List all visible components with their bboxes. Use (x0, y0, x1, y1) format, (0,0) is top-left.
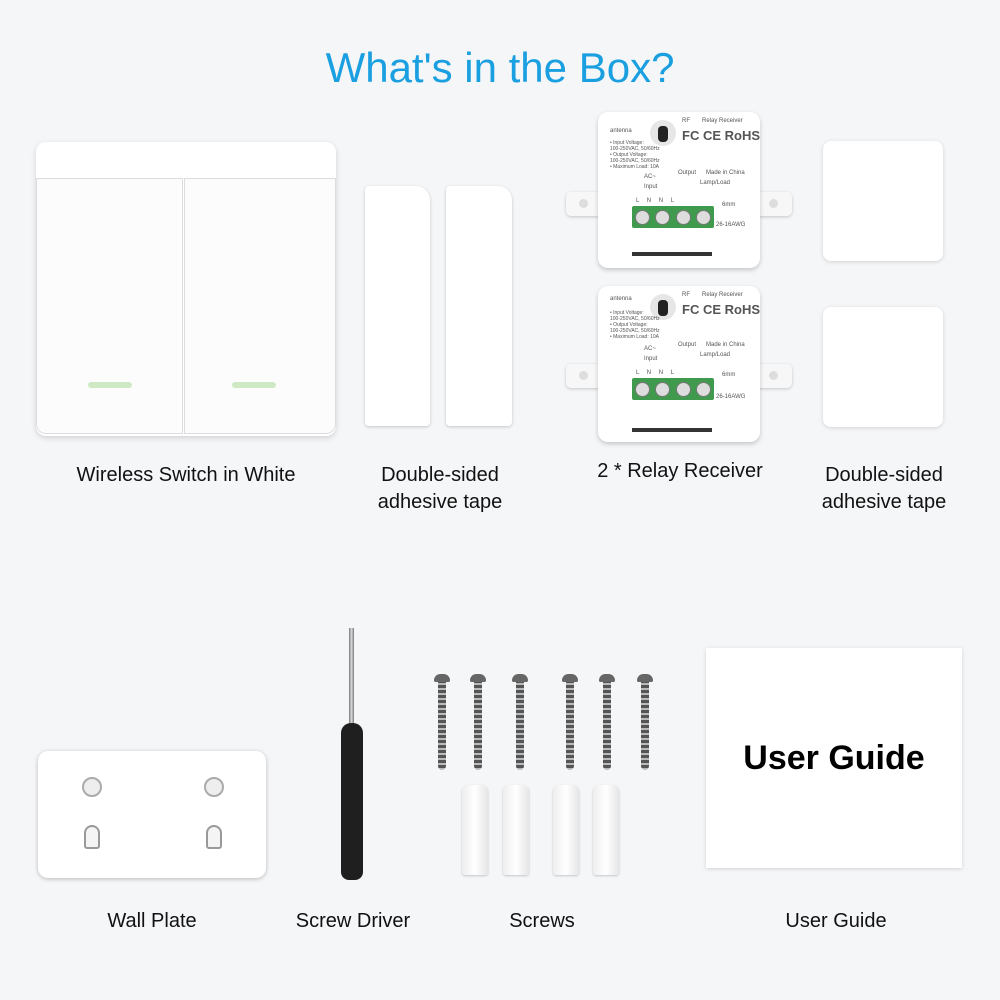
user-guide-cover-text: User Guide (743, 738, 925, 777)
antenna-port (650, 120, 676, 146)
led-indicator (88, 382, 132, 388)
switch-key-left (36, 178, 183, 434)
label-line: adhesive tape (821, 491, 947, 513)
strip-length-label: 6mm (722, 202, 736, 208)
spec-text: • Input Voltage:100-250VAC, 50/60Hz• Out… (610, 140, 660, 170)
wall-anchor (462, 785, 488, 875)
input-label: Input (644, 356, 658, 362)
adhesive-tape-strip (365, 186, 430, 426)
label-switch: Wireless Switch in White (76, 464, 296, 486)
rf-label: RF (682, 118, 690, 124)
awg-label: 26-16AWG (716, 394, 746, 400)
adhesive-tape-strip (446, 186, 512, 426)
screw (434, 674, 450, 770)
made-in-label: Made in China (706, 342, 745, 348)
relay-receiver-image: antenna RF Relay Receiver • Input Voltag… (566, 112, 792, 268)
wall-anchor (503, 785, 529, 875)
screw (637, 674, 653, 770)
adhesive-tape-square (823, 307, 943, 427)
adhesive-tape-square (823, 141, 943, 261)
vent-slot (632, 428, 712, 432)
antenna-label: antenna (610, 296, 632, 302)
ac-label: AC~ (644, 346, 656, 352)
output-label: Output (678, 170, 697, 176)
mount-hook (206, 825, 222, 849)
relay-name-label: Relay Receiver (702, 118, 743, 124)
mount-ear (566, 364, 602, 388)
terminal-labels: L N N L (636, 370, 678, 376)
wall-plate-image (38, 751, 266, 878)
ac-label: AC~ (644, 174, 656, 180)
screw-hole (204, 777, 224, 797)
wall-anchor (593, 785, 619, 875)
screw (562, 674, 578, 770)
label-relay: 2 * Relay Receiver (597, 460, 763, 482)
relay-name-label: Relay Receiver (702, 292, 743, 298)
switch-key-right (184, 178, 336, 434)
output-label: Output (678, 342, 697, 348)
rf-label: RF (682, 292, 690, 298)
mount-ear (756, 364, 792, 388)
strip-length-label: 6mm (722, 372, 736, 378)
screw (470, 674, 486, 770)
terminal-block (632, 206, 714, 228)
led-indicator (232, 382, 276, 388)
label-tape-1: Double-sided adhesive tape (340, 462, 540, 516)
cert-logos: FC CE RoHS (682, 302, 760, 317)
user-guide-image: User Guide (706, 648, 962, 868)
screw-hole (82, 777, 102, 797)
relay-receiver-image: antenna RF Relay Receiver • Input Voltag… (566, 286, 792, 442)
awg-label: 26-16AWG (716, 222, 746, 228)
terminal-labels: L N N L (636, 198, 678, 204)
made-in-label: Made in China (706, 170, 745, 176)
label-line: Double-sided (825, 464, 943, 486)
mount-ear (566, 192, 602, 216)
relay-body: antenna RF Relay Receiver • Input Voltag… (598, 286, 760, 442)
cert-logos: FC CE RoHS (682, 128, 760, 143)
antenna-port (650, 294, 676, 320)
page-title: What's in the Box? (325, 44, 675, 91)
mount-hook (84, 825, 100, 849)
load-label: Lamp/Load (700, 180, 731, 186)
terminal-block (632, 378, 714, 400)
label-wall-plate: Wall Plate (107, 910, 197, 932)
screw (599, 674, 615, 770)
load-label: Lamp/Load (700, 352, 731, 358)
screw (512, 674, 528, 770)
label-screws: Screws (509, 910, 575, 932)
relay-body: antenna RF Relay Receiver • Input Voltag… (598, 112, 760, 268)
label-line: adhesive tape (377, 491, 503, 513)
label-tape-2: Double-sided adhesive tape (784, 462, 984, 516)
antenna-label: antenna (610, 128, 632, 134)
vent-slot (632, 252, 712, 256)
wall-anchor (553, 785, 579, 875)
mount-ear (756, 192, 792, 216)
input-label: Input (644, 184, 658, 190)
wireless-switch-image (36, 142, 336, 436)
label-line: Double-sided (381, 464, 499, 486)
screwdriver-image (340, 628, 364, 880)
spec-text: • Input Voltage:100-250VAC, 50/60Hz• Out… (610, 310, 660, 340)
label-user-guide: User Guide (785, 910, 887, 932)
label-screw-driver: Screw Driver (295, 910, 411, 932)
